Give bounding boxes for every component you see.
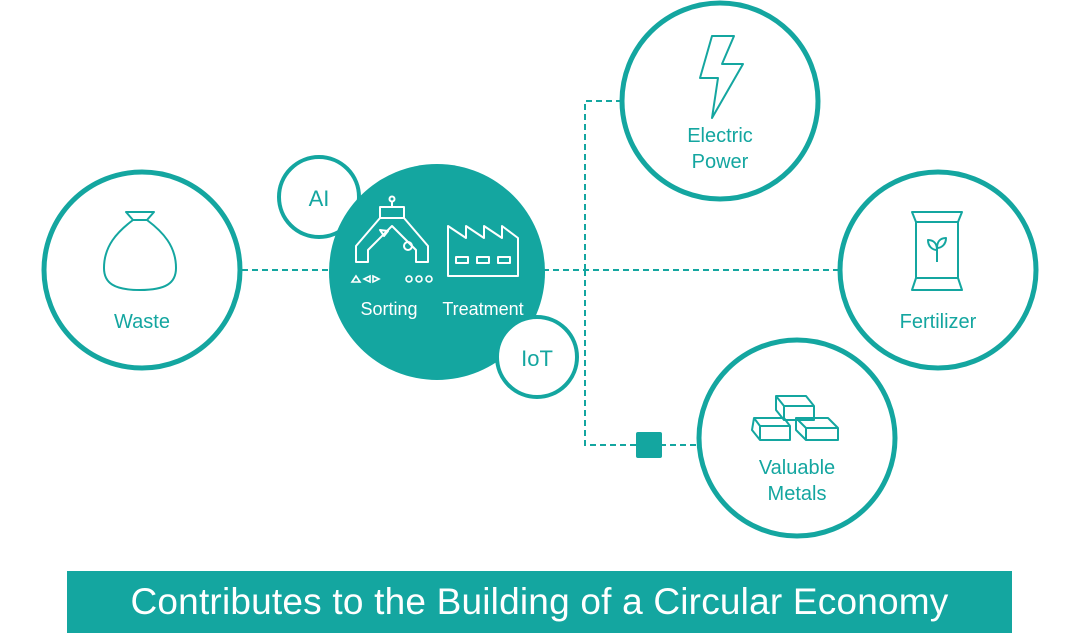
connector-branch-metals [584, 270, 698, 446]
valuable-metals-label-line2: Metals [768, 483, 827, 505]
treatment-label: Treatment [442, 299, 523, 319]
fertilizer-label: Fertilizer [900, 311, 977, 333]
iot-node: IoT [495, 315, 579, 399]
electric-power-node: Electric Power [619, 0, 821, 202]
sorting-items-icon [350, 274, 433, 284]
valuable-metals-node: Valuable Metals [696, 337, 898, 539]
sorting-machine-icon [355, 195, 429, 263]
fertilizer-node: Fertilizer [837, 169, 1039, 371]
connector-node-square [636, 432, 662, 458]
metal-ingots-icon [751, 395, 839, 441]
ai-node: AI [277, 155, 361, 239]
waste-node: Waste [41, 169, 243, 371]
lightning-bolt-icon [699, 35, 744, 119]
factory-icon [447, 225, 519, 277]
banner: Contributes to the Building of a Circula… [67, 571, 1012, 633]
garbage-bag-icon [103, 211, 177, 291]
valuable-metals-label-line1: Valuable [759, 457, 835, 479]
electric-power-label-line2: Power [692, 151, 749, 173]
iot-label: IoT [521, 346, 553, 371]
electric-power-label-line1: Electric [687, 125, 753, 147]
banner-text: Contributes to the Building of a Circula… [130, 581, 949, 622]
waste-label: Waste [114, 311, 170, 333]
connector-branch-electric [584, 100, 623, 270]
ai-label: AI [309, 186, 330, 211]
fertilizer-bag-icon [911, 211, 963, 291]
banner-background [67, 571, 1012, 633]
sorting-label: Sorting [360, 299, 417, 319]
process-node: Sorting Treatment [329, 164, 545, 380]
